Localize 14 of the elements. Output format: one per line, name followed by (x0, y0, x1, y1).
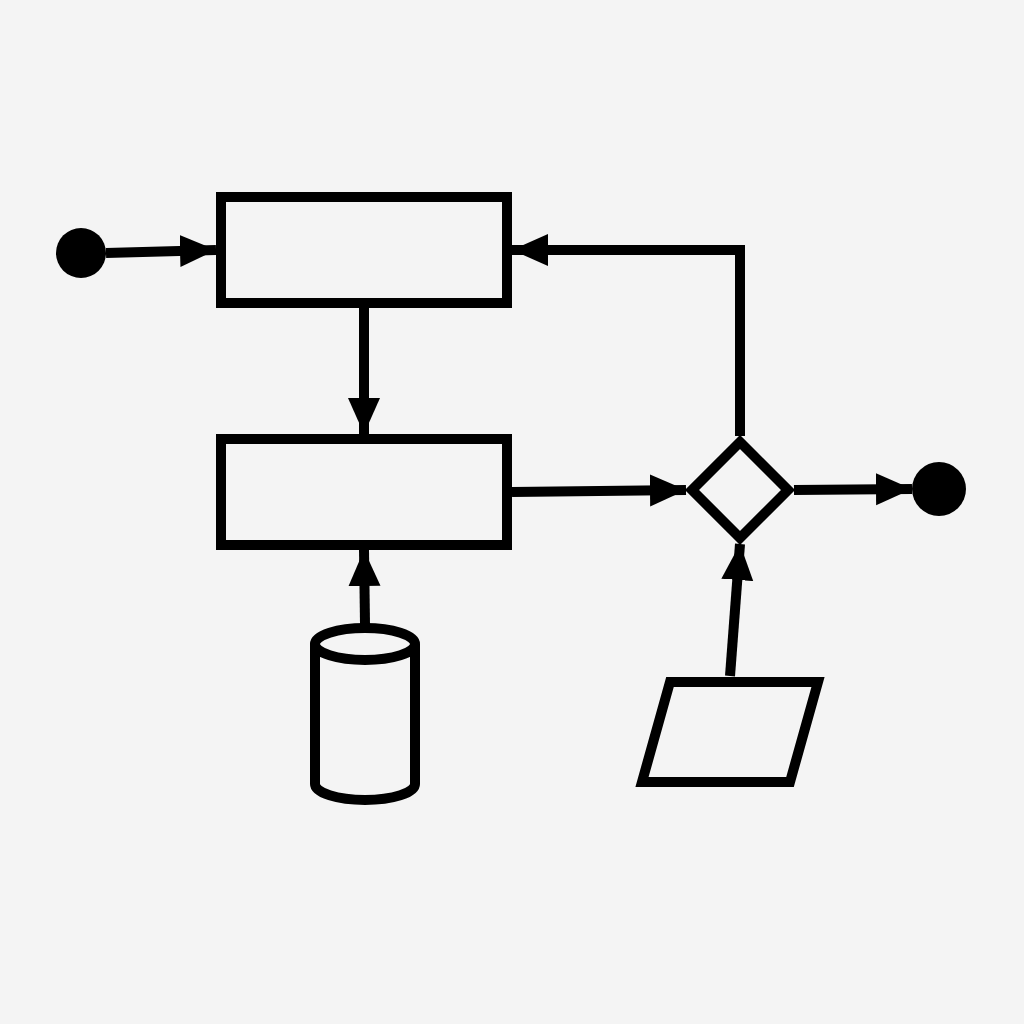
input-parallelogram (636, 676, 824, 788)
terminal-dot (912, 462, 966, 516)
arrow (105, 235, 217, 267)
arrow (511, 474, 687, 507)
arrow (348, 308, 380, 434)
arrow (512, 234, 745, 436)
decision-diamond (686, 436, 794, 544)
process-box (216, 434, 512, 550)
database-cylinder (310, 624, 420, 804)
arrow (793, 473, 913, 506)
process-box (216, 192, 512, 308)
terminal-dot (56, 228, 106, 278)
arrow (348, 549, 381, 625)
arrow (721, 543, 754, 677)
